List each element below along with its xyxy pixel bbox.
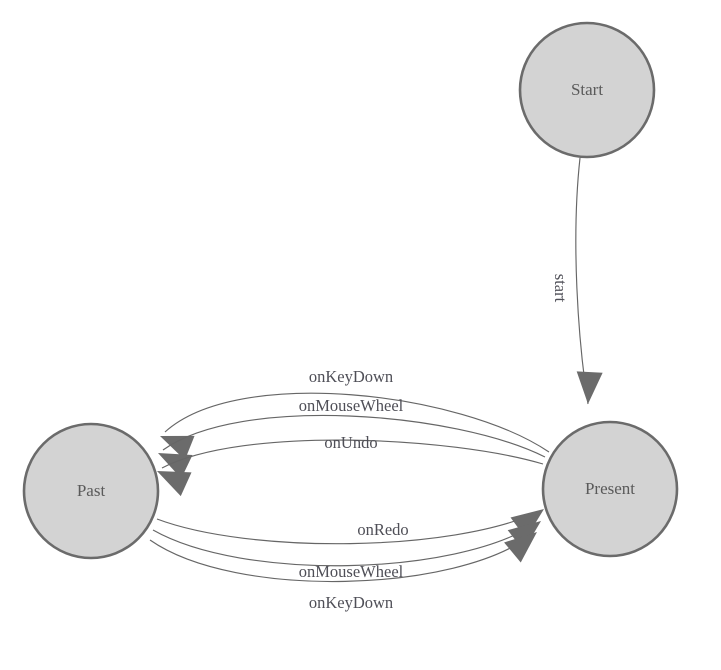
edge-line[interactable] [149, 534, 532, 583]
node-label-present: Present [585, 479, 635, 498]
edge-line[interactable] [152, 523, 536, 567]
edge-label-e-start-present: start [551, 274, 570, 303]
edge-e-past-present-onmousewheel[interactable] [152, 521, 541, 567]
edge-arrowhead [507, 521, 541, 551]
edge-label-e-present-past-onkeydown: onKeyDown [309, 367, 393, 386]
edge-arrowhead [576, 371, 603, 404]
node-start[interactable]: Start [518, 21, 656, 159]
edge-e-past-present-onredo[interactable] [156, 509, 544, 545]
edge-line[interactable] [161, 439, 544, 469]
edges-layer [149, 157, 603, 583]
node-circle-start[interactable] [518, 21, 656, 159]
edge-arrowhead [160, 435, 195, 460]
edge-arrowhead [157, 471, 192, 497]
node-past[interactable]: Past [22, 422, 160, 560]
node-circle-present[interactable] [541, 420, 679, 558]
node-circle-past[interactable] [22, 422, 160, 560]
edge-label-e-present-past-onmousewheel: onMouseWheel [299, 396, 404, 415]
edge-label-e-past-present-onmousewheel: onMouseWheel [299, 562, 404, 581]
edge-e-start-present[interactable] [575, 157, 603, 405]
edge-arrowhead [504, 532, 537, 563]
edge-labels-layer: start onKeyDown onMouseWheel onUndo onRedo on… [299, 274, 570, 612]
node-label-past: Past [77, 481, 106, 500]
edge-line[interactable] [156, 511, 539, 545]
node-present[interactable]: Present [541, 420, 679, 558]
edge-e-past-present-onkeydown[interactable] [149, 532, 537, 583]
edge-line[interactable] [162, 414, 546, 458]
edge-label-e-past-present-onkeydown: onKeyDown [309, 593, 393, 612]
edge-label-e-present-past-onundo: onUndo [324, 433, 377, 452]
node-label-start: Start [571, 80, 603, 99]
edge-arrowhead [510, 509, 544, 539]
edge-e-present-past-onkeydown[interactable] [160, 392, 550, 460]
edge-label-e-past-present-onredo: onRedo [357, 520, 408, 539]
edge-line[interactable] [575, 157, 589, 405]
edge-line[interactable] [164, 392, 550, 453]
edge-e-present-past-onundo[interactable] [157, 439, 544, 497]
